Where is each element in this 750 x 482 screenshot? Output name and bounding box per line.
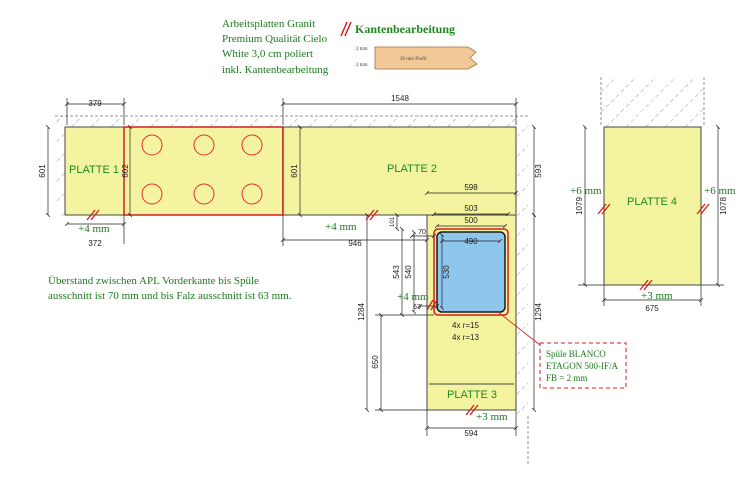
header-line-4: inkl. Kantenbearbeitung	[222, 64, 329, 76]
edge-label-p3-front: +3 mm	[476, 411, 508, 423]
sink-note: Spüle BLANCO ETAGON 500-IF/A FB = 2 mm	[539, 342, 627, 389]
dim-598: 598	[464, 183, 478, 192]
dim-1548: 1548	[391, 94, 409, 103]
sink-note-line-3: FB = 2 mm	[546, 373, 587, 383]
edge-profile-sample	[374, 46, 478, 70]
edge-label-p4-left: +6 mm	[570, 185, 602, 197]
dim-379: 379	[88, 99, 102, 108]
dim-1284: 1284	[357, 303, 366, 321]
header-block: Arbeitsplatten Granit Premium Qualität C…	[222, 18, 329, 76]
dim-946: 946	[348, 239, 362, 248]
edge-labels: +4 mm +4 mm +4 mm +3 mm +6 mm +6 mm +3 m…	[78, 185, 736, 423]
dim-602: 602	[121, 164, 130, 178]
sink-basin	[436, 231, 506, 313]
dim-1294: 1294	[534, 303, 543, 321]
dim-530: 530	[442, 265, 451, 279]
wall-hatch-left	[55, 116, 65, 216]
radius-15: 4x r=15	[452, 321, 479, 330]
edge-legend: Kantenbearbeitung 2 mm 2 mm 30 mm Profil	[340, 21, 478, 70]
plate-3-label: PLATTE 3	[447, 389, 497, 401]
plate-4-label: PLATTE 4	[627, 196, 677, 208]
sink-note-line-1: Spüle BLANCO	[546, 349, 606, 359]
dimension-lines	[48, 98, 724, 436]
overhang-note-line-2: ausschnitt ist 70 mm und bis Falz aussch…	[48, 290, 292, 302]
dim-70: 70	[418, 229, 426, 236]
dim-500: 500	[464, 216, 478, 225]
dim-63: 63	[413, 304, 421, 311]
hob-cutout-area	[123, 126, 284, 216]
header-line-2: Premium Qualität Cielo	[222, 33, 328, 45]
edge-label-p4-front: +3 mm	[641, 290, 673, 302]
dim-594: 594	[464, 429, 478, 438]
dim-593: 593	[534, 164, 543, 178]
burner-icon	[241, 183, 263, 205]
edge-label-p2: +4 mm	[325, 221, 357, 233]
edge-mark-top: 2 mm	[356, 47, 368, 52]
dim-1079: 1079	[575, 197, 584, 215]
burner-icon	[241, 134, 263, 156]
overhang-note-line-1: Überstand zwischen APL Vorderkante bis S…	[48, 275, 259, 287]
dim-490: 490	[464, 237, 478, 246]
edge-mark-bottom: 2 mm	[356, 63, 368, 68]
edge-label-p3-side: +4 mm	[397, 291, 429, 303]
wall-hatch-p4	[601, 77, 704, 127]
header-line-1: Arbeitsplatten Granit	[222, 18, 315, 30]
plate-2-label: PLATTE 2	[387, 163, 437, 175]
dim-101: 101	[390, 216, 396, 227]
plate-4	[603, 126, 702, 286]
wall-hatch-top	[55, 116, 520, 128]
wall-hatch-right	[516, 116, 528, 416]
dim-540: 540	[404, 265, 413, 279]
plate-1-label: PLATTE 1	[69, 164, 119, 176]
dim-601-left: 601	[38, 164, 47, 178]
burner-icon	[193, 134, 215, 156]
dimension-labels: 379 1548 601 602 601 593 372 946 598 503…	[38, 94, 728, 438]
dim-372: 372	[88, 239, 102, 248]
edge-profile-label: 30 mm Profil	[400, 57, 427, 62]
edge-legend-title: Kantenbearbeitung	[355, 22, 455, 36]
dim-675: 675	[645, 304, 659, 313]
dim-601-p2: 601	[290, 164, 299, 178]
hob-burners	[141, 134, 263, 205]
edge-marks	[86, 203, 710, 416]
burner-icon	[141, 134, 163, 156]
sink-note-box	[539, 342, 627, 389]
edge-label-p1: +4 mm	[78, 223, 110, 235]
header-line-3: White 3,0 cm poliert	[222, 48, 313, 60]
overhang-note: Überstand zwischen APL Vorderkante bis S…	[48, 275, 292, 302]
dim-543: 543	[392, 265, 401, 279]
dim-503: 503	[464, 204, 478, 213]
burner-icon	[141, 183, 163, 205]
edge-label-p4-right: +6 mm	[704, 185, 736, 197]
radius-13: 4x r=13	[452, 333, 479, 342]
burner-icon	[193, 183, 215, 205]
dim-1078: 1078	[719, 197, 728, 215]
edge-mark-icon	[340, 21, 348, 37]
sink-note-line-2: ETAGON 500-IF/A	[546, 361, 619, 371]
dim-650: 650	[371, 355, 380, 369]
